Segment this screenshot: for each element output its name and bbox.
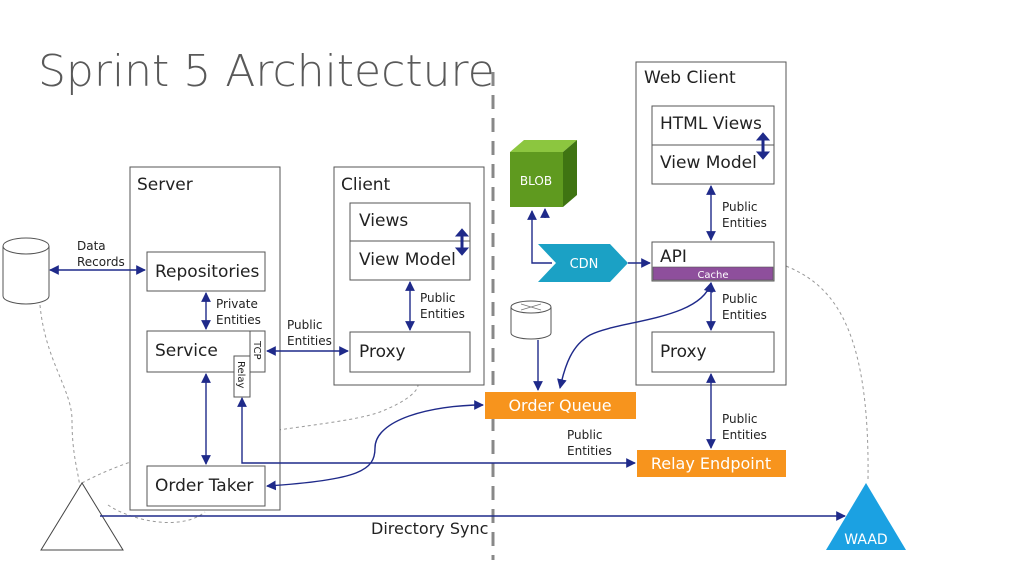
client-views-label: Views — [359, 211, 408, 231]
relay-endpoint-box[interactable] — [637, 450, 786, 477]
page-title: Sprint 5 Architecture — [38, 46, 495, 97]
cache-bar — [652, 266, 774, 281]
order-taker-label: Order Taker — [155, 476, 253, 496]
client-title: Client — [341, 175, 391, 195]
private-entities-label-1: Private — [216, 297, 258, 311]
cdn-label: CDN — [570, 257, 599, 272]
tcp-tab — [249, 330, 266, 373]
blob-icon: BLOB — [510, 140, 577, 207]
api-label: API — [660, 247, 687, 267]
public-entities-label-1b: Entities — [287, 334, 332, 348]
view-binding-arrows — [454, 132, 771, 256]
relay-tab — [233, 355, 251, 398]
waad-icon: WAAD — [826, 483, 906, 550]
database-icon — [2, 237, 50, 305]
public-entities-label-4a: Public — [722, 292, 758, 306]
data-records-label-1: Data — [77, 239, 106, 253]
data-records-label-2: Records — [77, 255, 125, 269]
public-entities-label-4b: Entities — [722, 308, 767, 322]
client-proxy-box[interactable] — [349, 331, 471, 373]
public-entities-label-6a: Public — [567, 428, 603, 442]
directory-sync-label: Directory Sync — [371, 519, 488, 538]
web-proxy-label: Proxy — [660, 342, 707, 362]
public-entities-label-2b: Entities — [420, 307, 465, 321]
server-title: Server — [137, 175, 193, 195]
public-entities-label-5a: Public — [722, 412, 758, 426]
public-entities-label-3a: Public — [722, 200, 758, 214]
public-entities-label-2a: Public — [420, 291, 456, 305]
service-label: Service — [155, 341, 218, 361]
repositories-box[interactable] — [146, 251, 266, 292]
client-view-model-label: View Model — [359, 250, 456, 270]
web-client-title: Web Client — [644, 68, 736, 88]
relay-label: Relay — [235, 361, 246, 389]
relay-endpoint-label: Relay Endpoint — [651, 454, 771, 473]
public-entities-label-3b: Entities — [722, 216, 767, 230]
web-view-model-label: View Model — [660, 153, 757, 173]
public-entities-label-5b: Entities — [722, 428, 767, 442]
order-queue-label: Order Queue — [508, 396, 611, 415]
client-proxy-label: Proxy — [359, 342, 406, 362]
cache-label: Cache — [697, 270, 728, 281]
public-entities-label-1a: Public — [287, 318, 323, 332]
blob-label: BLOB — [520, 174, 552, 188]
cdn-icon: CDN — [538, 244, 628, 282]
public-entities-label-6b: Entities — [567, 444, 612, 458]
queue-source-icon — [510, 300, 552, 340]
private-entities-label-2: Entities — [216, 313, 261, 327]
order-taker-box[interactable] — [146, 465, 266, 507]
repositories-label: Repositories — [155, 262, 260, 282]
waad-label: WAAD — [844, 532, 887, 548]
tcp-label: TCP — [251, 340, 262, 360]
html-views-label: HTML Views — [660, 114, 762, 134]
connection-arrows — [49, 185, 846, 521]
